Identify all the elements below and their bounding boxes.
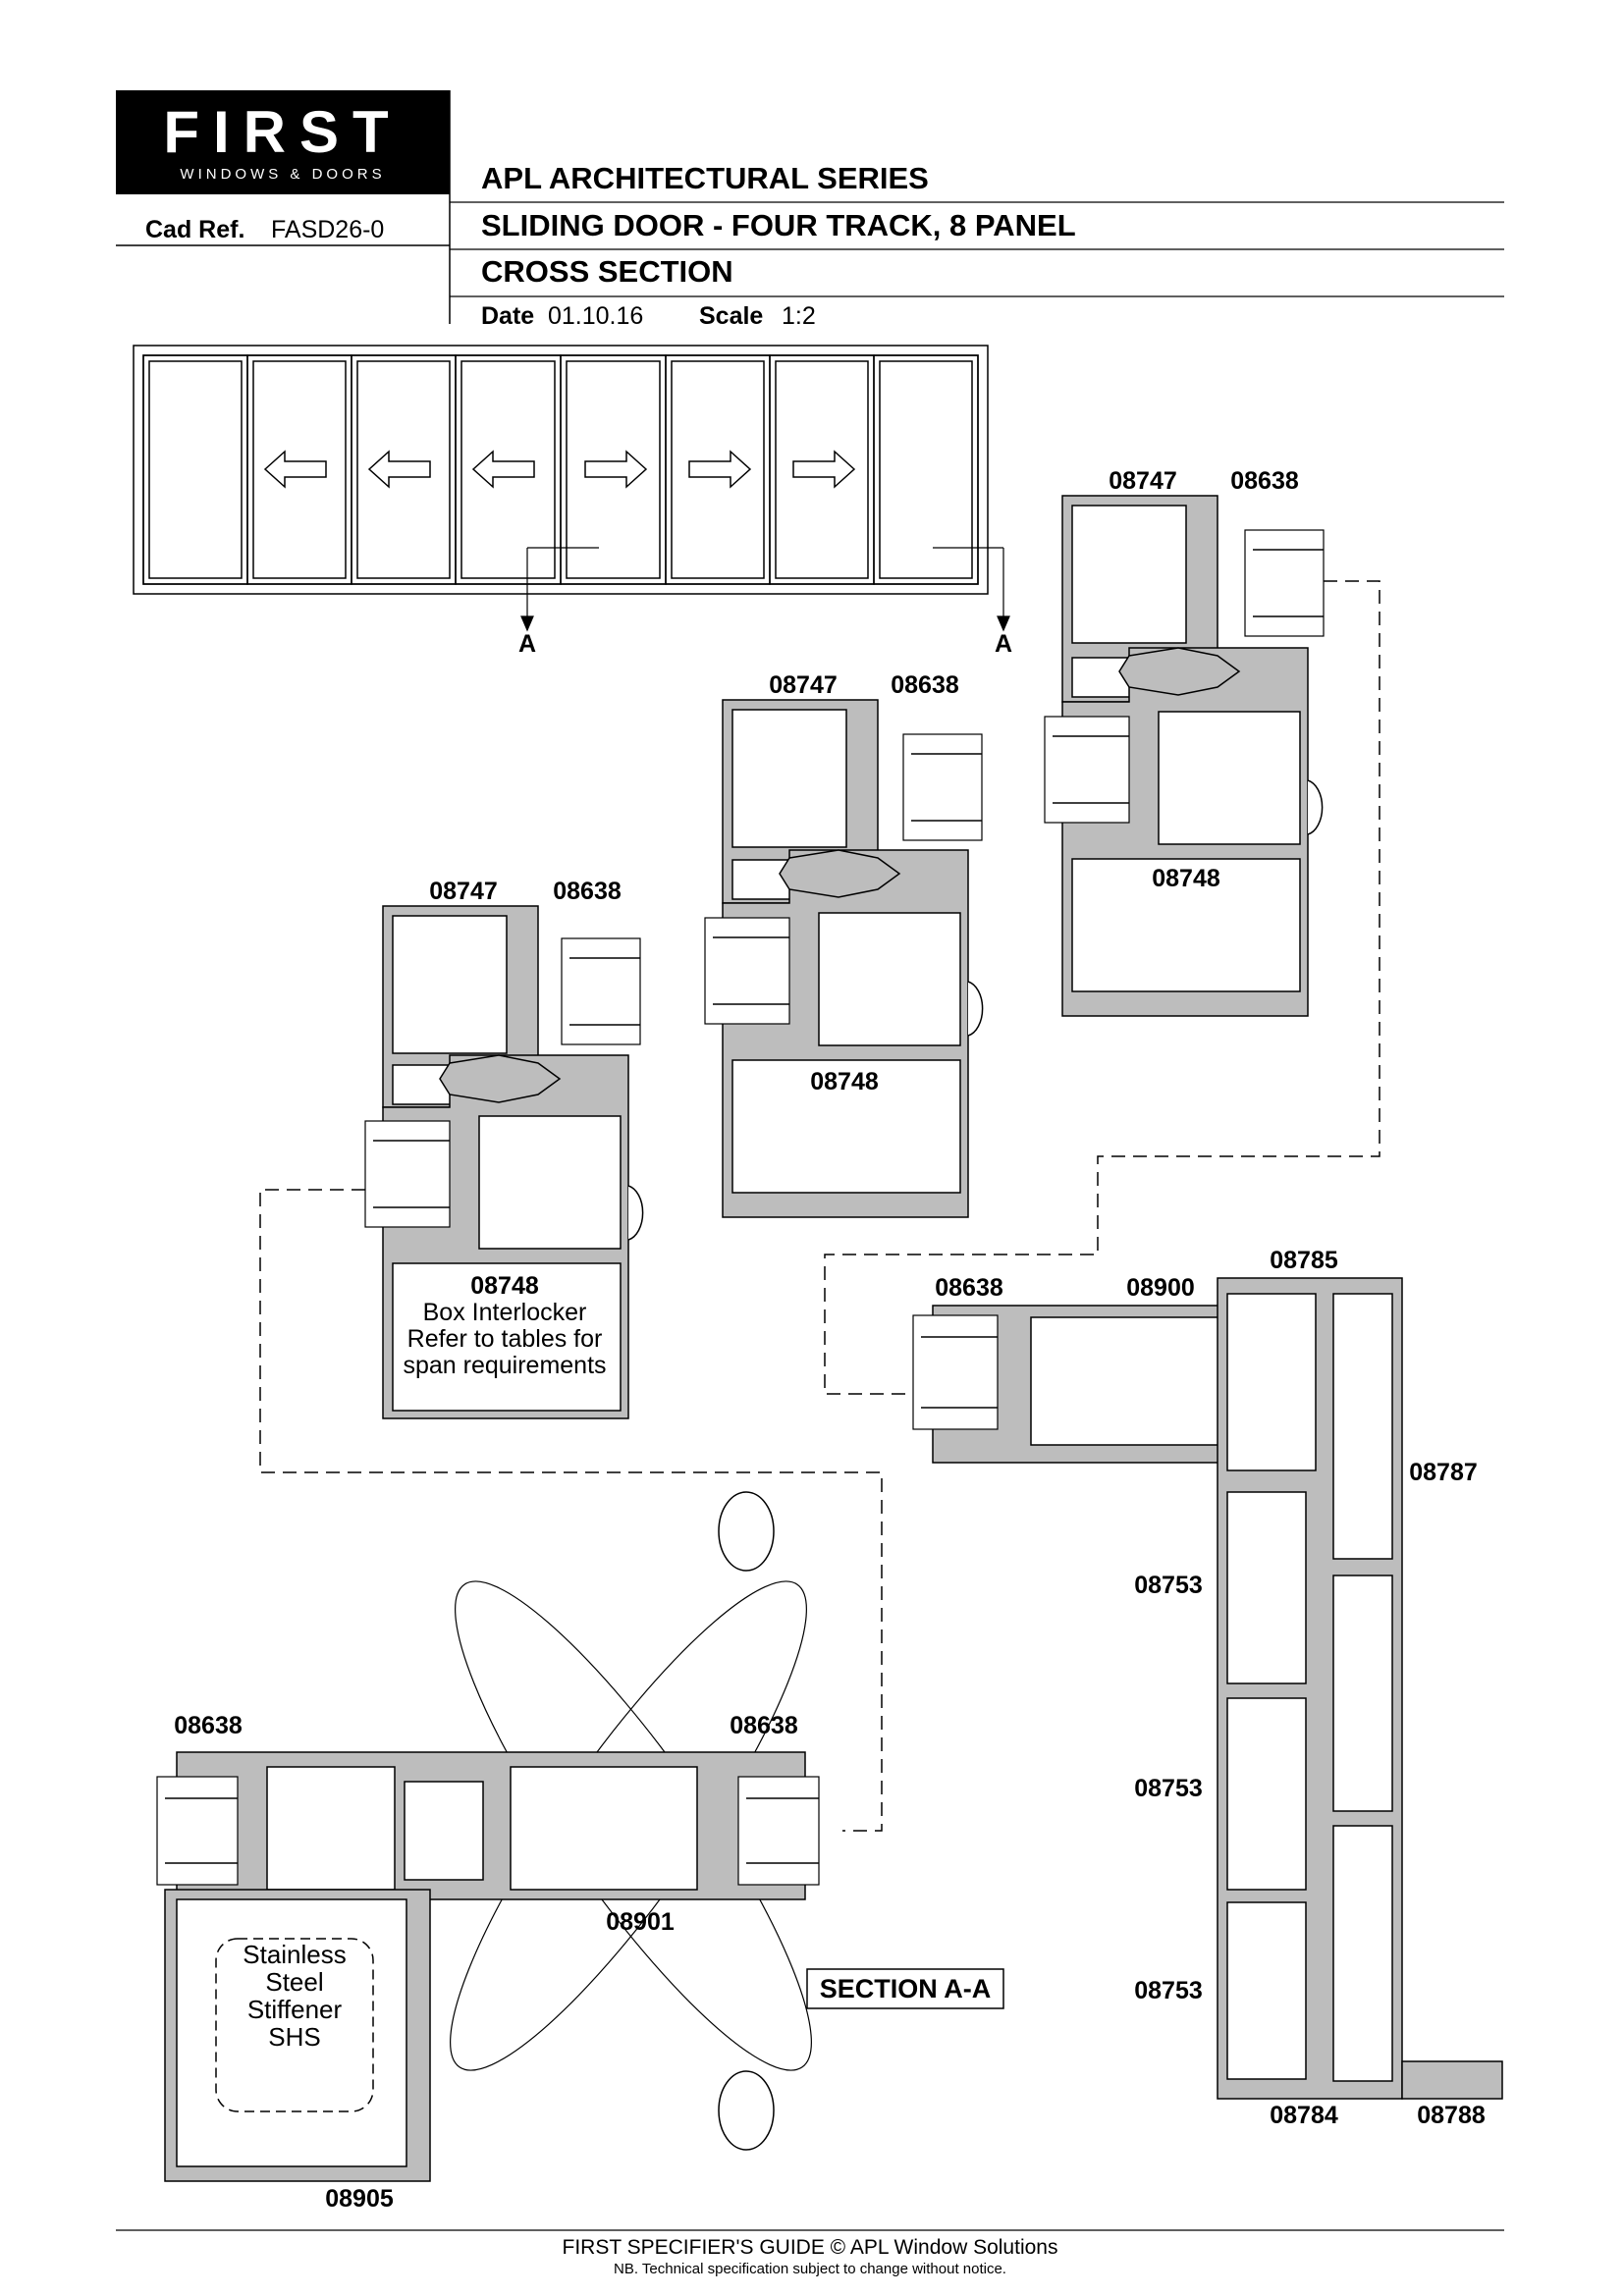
- section-label-box: [806, 1968, 1004, 2009]
- label-08905: 08905: [325, 2185, 394, 2213]
- label-08747-3: 08747: [1109, 467, 1177, 495]
- label-08787: 08787: [1409, 1459, 1478, 1486]
- interlock-section-1: [364, 905, 644, 1419]
- label-08747-2: 08747: [769, 671, 838, 699]
- interlock-section-2: [704, 699, 984, 1218]
- label-08753-b: 08753: [1134, 1775, 1203, 1802]
- scale-label: Scale: [699, 302, 763, 330]
- label-08638-1: 08638: [553, 878, 622, 905]
- arrow-right-icon: [792, 450, 856, 489]
- corner-post-section: [156, 1491, 820, 2182]
- arrow-left-icon: [471, 450, 535, 489]
- label-08784: 08784: [1270, 2102, 1338, 2129]
- arrow-right-icon: [688, 450, 752, 489]
- label-08747-1: 08747: [429, 878, 498, 905]
- label-08753-c: 08753: [1134, 1977, 1203, 2004]
- logo-text: FIRST: [163, 99, 402, 165]
- stiffener-note-4: SHS: [268, 2022, 320, 2052]
- label-08638-jamb: 08638: [935, 1274, 1003, 1302]
- stiffener-note-2: Steel: [265, 1967, 323, 1997]
- interlock-section-3: [1044, 495, 1325, 1017]
- label-08748-1: 08748: [470, 1272, 539, 1300]
- section-marker-left: A: [518, 630, 536, 658]
- box-interlocker-note-1: Box Interlocker: [423, 1299, 587, 1326]
- series-title: APL ARCHITECTURAL SERIES: [481, 161, 929, 195]
- box-interlocker-note-3: span requirements: [403, 1352, 606, 1379]
- label-08638-corner-left: 08638: [174, 1712, 243, 1739]
- arrow-left-icon: [263, 450, 327, 489]
- footer-guide: FIRST SPECIFIER'S GUIDE © APL Window Sol…: [563, 2236, 1058, 2259]
- title-block: FIRST WINDOWS & DOORS Cad Ref. FASD26-0 …: [116, 90, 1504, 330]
- label-08638-3: 08638: [1230, 467, 1299, 495]
- label-08785: 08785: [1270, 1247, 1338, 1274]
- section-cut-line: [520, 547, 1010, 632]
- stiffener-note-3: Stiffener: [247, 1995, 343, 2024]
- section-label: SECTION A-A: [820, 1974, 992, 2003]
- arrow-right-icon: [584, 450, 648, 489]
- cad-ref-label: Cad Ref.: [145, 216, 244, 243]
- elevation-outer-frame: [133, 345, 989, 595]
- label-08748-3: 08748: [1152, 865, 1220, 892]
- label-08900: 08900: [1126, 1274, 1195, 1302]
- label-08901: 08901: [606, 1908, 675, 1936]
- cad-ref-value: FASD26-0: [271, 216, 384, 243]
- label-08753-a: 08753: [1134, 1572, 1203, 1599]
- jamb-frame-section: [912, 1277, 1503, 2100]
- product-title: SLIDING DOOR - FOUR TRACK, 8 PANEL: [481, 208, 1076, 242]
- arrow-left-icon: [367, 450, 431, 489]
- logo-box: [116, 90, 450, 194]
- label-08638-2: 08638: [891, 671, 959, 699]
- label-08788: 08788: [1417, 2102, 1486, 2129]
- label-08638-corner-right: 08638: [730, 1712, 798, 1739]
- label-08748-2: 08748: [810, 1068, 879, 1095]
- box-interlocker-note-2: Refer to tables for: [407, 1325, 603, 1353]
- footer-disclaimer: NB. Technical specification subject to c…: [614, 2261, 1006, 2277]
- scale-value: 1:2: [782, 302, 816, 330]
- dashed-connectors: [259, 580, 1380, 1832]
- view-title: CROSS SECTION: [481, 254, 733, 289]
- date-label: Date: [481, 302, 534, 330]
- date-value: 01.10.16: [548, 302, 643, 330]
- section-marker-right: A: [995, 630, 1012, 658]
- logo-subtext: WINDOWS & DOORS: [180, 166, 385, 183]
- stiffener-note-1: Stainless: [243, 1940, 347, 1969]
- elevation-view: [133, 345, 1010, 632]
- elevation-slide-arrows: [263, 450, 856, 489]
- elevation-panels: [142, 354, 979, 585]
